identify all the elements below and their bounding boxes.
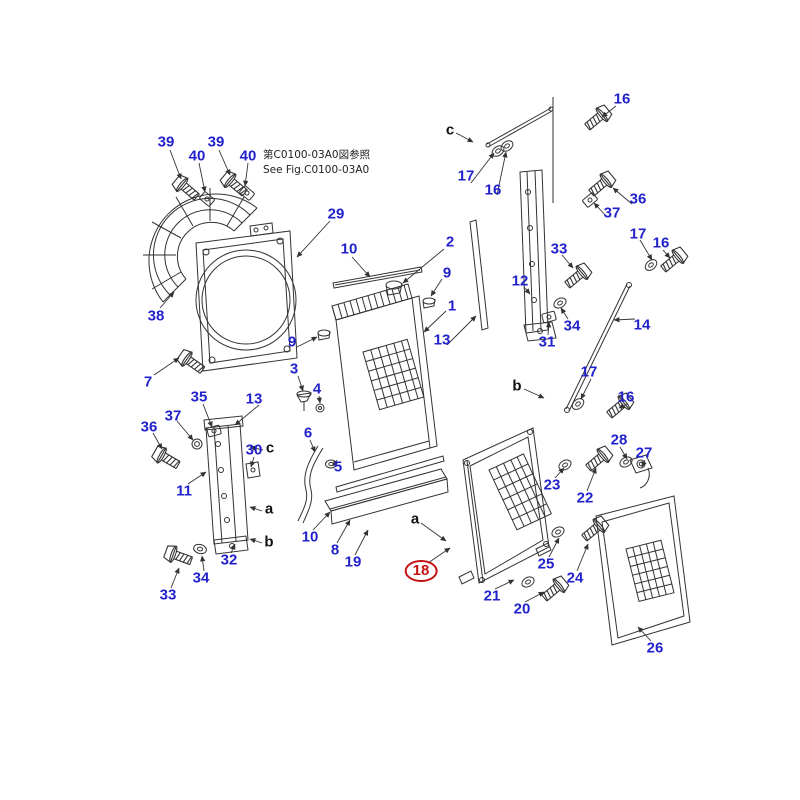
bolt-36-left [149,443,183,473]
bolt-22 [582,443,615,476]
washer-21 [519,574,537,590]
radiator-assembly [317,280,438,471]
bolt-24 [578,513,611,546]
ring-37-left [191,438,203,450]
washer-17-right [642,256,660,274]
bolts [149,102,690,606]
bolt-33-right [561,260,594,293]
net-panel [595,495,691,646]
figure-reference-note: 第C0100-03A0図参照 See Fig.C0100-03A0 [263,148,370,178]
top-strip [332,266,423,289]
fan-shroud [195,222,298,372]
stay-rod [564,282,632,413]
washer-25 [549,524,567,540]
washer-16-top [498,138,516,154]
bracket-left [203,415,261,555]
lower-bars [324,455,449,525]
top-rod [485,97,554,203]
washer-34-left [192,542,208,556]
bolt-16-top [581,102,614,135]
fan-guard [143,188,258,303]
bolt-16-right [657,244,690,277]
clamp [629,454,653,489]
lower-radiator-assembly [458,427,552,585]
filler-cap [385,280,403,296]
washer-23 [556,457,574,473]
bolt-33-bottom-left [162,543,195,570]
bolt-39-left [170,172,203,205]
washer-34-right [551,295,569,311]
leader-lines [152,105,671,642]
drain-fittings [296,390,337,524]
plug-left [317,329,331,341]
bolt-20 [538,573,571,606]
bolt-16-mid [603,390,636,423]
plate-31 [541,310,557,324]
side-strip-right [469,219,489,331]
washer-17-mid [569,395,587,413]
figure-reference-note-en: See Fig.C0100-03A0 [263,164,370,177]
bolt-36-right [585,168,618,201]
washers [191,138,660,590]
plug-right [422,297,436,309]
figure-reference-note-jp: 第C0100-03A0図参照 [263,149,371,161]
